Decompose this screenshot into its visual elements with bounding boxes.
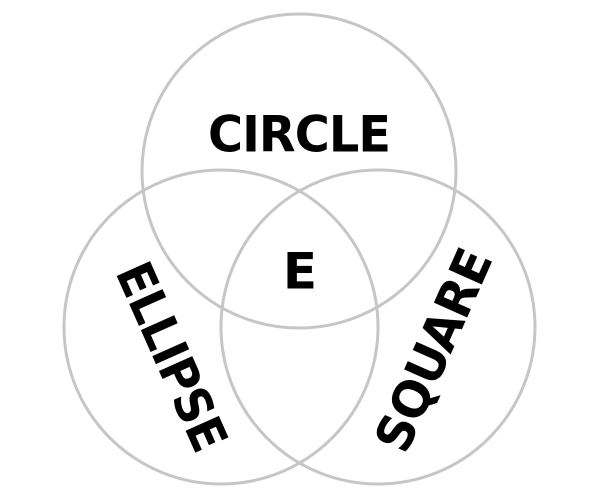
label-intersection: E bbox=[283, 243, 317, 301]
circle-right-ring bbox=[219, 168, 537, 486]
circle-left-ring bbox=[62, 168, 380, 486]
circle-top-ring bbox=[140, 12, 458, 330]
label-circle: CIRCLE bbox=[208, 106, 390, 164]
